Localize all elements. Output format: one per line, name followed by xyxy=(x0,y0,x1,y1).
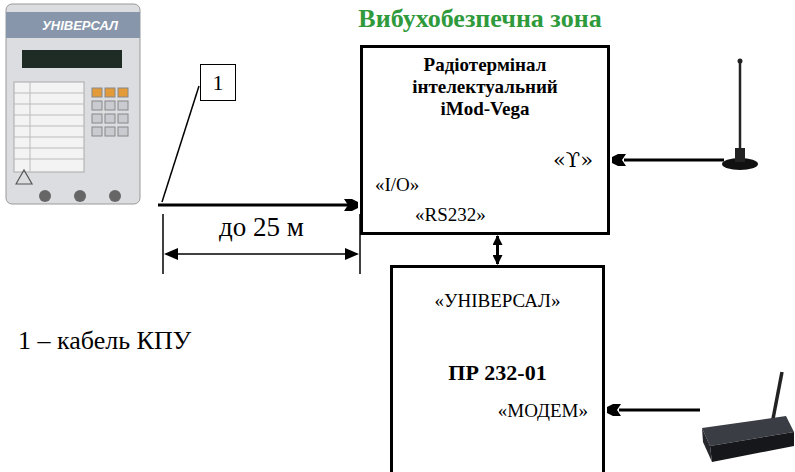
antenna-port-label: «ϒ» xyxy=(553,148,593,172)
port-label: «I/O» xyxy=(375,174,419,196)
dimension-arrow xyxy=(164,248,178,260)
antenna-tip xyxy=(738,59,743,64)
key xyxy=(92,101,102,110)
device-screen xyxy=(22,50,122,68)
key xyxy=(92,127,102,136)
antenna xyxy=(612,59,758,171)
leader-line xyxy=(162,86,199,202)
callout-box: 1 xyxy=(200,64,236,101)
box-heading: Радіотермінал інтелектуальний iMod-Vega xyxy=(393,54,578,120)
device-table xyxy=(14,82,84,172)
router xyxy=(607,372,794,462)
port-label: «RS232» xyxy=(415,204,486,226)
key xyxy=(92,114,102,123)
terminal-box: Радіотермінал інтелектуальний iMod-Vega «… xyxy=(360,45,610,235)
brand-label: УНІВЕРСАЛ xyxy=(42,19,118,34)
extension-line xyxy=(162,214,164,274)
router-front xyxy=(710,432,794,462)
plug-symbol xyxy=(344,199,358,211)
plug-symbol xyxy=(607,404,621,416)
warning-sign xyxy=(16,170,32,184)
callout-number: 1 xyxy=(213,70,224,95)
key xyxy=(118,114,128,123)
antenna-mount xyxy=(735,148,745,162)
key xyxy=(118,88,128,97)
cable xyxy=(158,199,358,211)
modem-cable xyxy=(619,409,700,412)
device-socket xyxy=(39,190,51,202)
key xyxy=(105,101,115,110)
router-side xyxy=(702,428,712,462)
device-name: ПР 232-01 xyxy=(448,360,546,385)
antenna-cable xyxy=(624,159,724,162)
dimension-label: до 25 м xyxy=(219,212,304,243)
device-body xyxy=(6,4,140,204)
device-band xyxy=(6,12,140,38)
key xyxy=(118,127,128,136)
meter-device xyxy=(6,4,140,204)
device-table-lines xyxy=(14,82,84,172)
device-keypad xyxy=(92,88,128,136)
key xyxy=(92,88,102,97)
plug-symbol xyxy=(612,154,626,166)
port-label: «УНІВЕРСАЛ» xyxy=(435,290,561,312)
key xyxy=(105,88,115,97)
router-antenna xyxy=(772,372,782,424)
dimension-arrow xyxy=(345,248,359,260)
cable-line xyxy=(158,204,348,207)
converter-box: «УНІВЕРСАЛ» ПР 232-01 «МОДЕМ» xyxy=(390,265,605,472)
key xyxy=(105,127,115,136)
device-socket xyxy=(109,190,121,202)
antenna-whip xyxy=(739,62,742,148)
connector xyxy=(496,236,499,264)
dimension-line xyxy=(170,253,353,255)
port-label: «МОДЕМ» xyxy=(498,400,588,422)
key xyxy=(105,114,115,123)
key xyxy=(118,101,128,110)
legend-note: 1 – кабель КПУ xyxy=(18,326,191,356)
device-socket xyxy=(74,190,86,202)
zone-title: Вибухобезпечна зона xyxy=(358,4,601,34)
